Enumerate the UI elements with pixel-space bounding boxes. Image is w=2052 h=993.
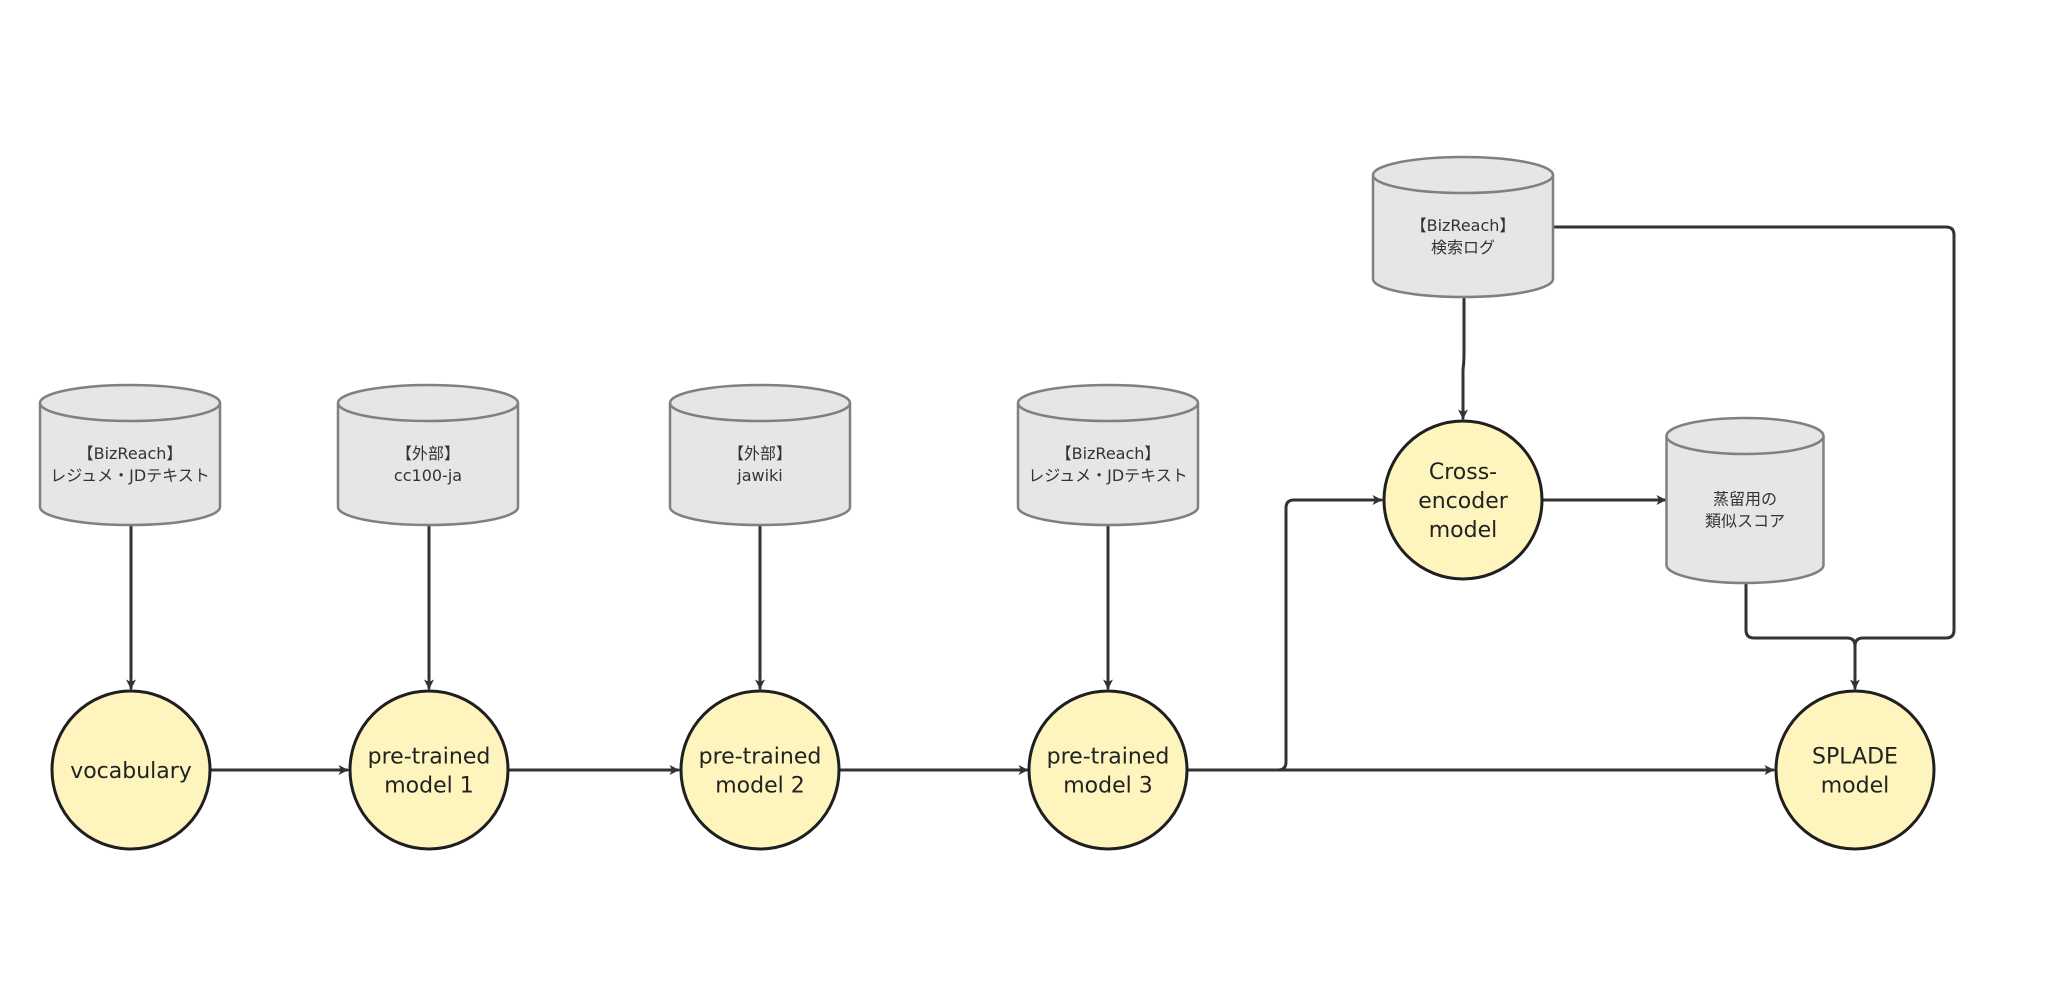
database-body [1016,403,1200,527]
database-top [668,383,852,423]
edges-layer [126,225,1956,775]
node-label-line: pre-trained [1047,745,1170,770]
node-pretrained-3: pre-trained model 3 [1027,689,1189,851]
database-body [38,403,222,527]
database-top [336,383,520,423]
database-db-cc100: 【外部】 cc100-ja [336,383,520,527]
node-circle [1027,689,1189,851]
database-label-line: レジュメ・JDテキスト [1028,466,1187,485]
edge-searchlog-to-crossencoder [1458,295,1468,420]
database-db-search-log: 【BizReach】検索ログ [1371,155,1555,299]
node-pretrained-1: pre-trained model 1 [348,689,510,851]
database-label-line: レジュメ・JDテキスト [50,466,209,485]
edge-score-to-splade [1744,581,1860,690]
node-circle [348,689,510,851]
node-circle [1774,689,1936,851]
database-label-line: 蒸留用の [1713,490,1777,509]
database-label-line: jawiki [736,466,783,485]
database-top [38,383,222,423]
database-label-line: 類似スコア [1705,512,1785,531]
node-circle [679,689,841,851]
node-label-line: pre-trained [699,745,822,770]
node-label-line: vocabulary [70,759,192,784]
database-db-bizreach-resume-2: 【BizReach】レジュメ・JDテキスト [1016,383,1200,527]
database-label-line: 【外部】 [728,444,792,463]
database-db-jawiki: 【外部】 jawiki [668,383,852,527]
node-label-line: model 3 [1063,774,1153,799]
database-body [1371,175,1555,299]
node-label-line: model 1 [384,774,474,799]
node-label-line: Cross- [1429,460,1497,485]
database-body [336,403,520,527]
edge-searchlog-to-splade [1551,225,1956,648]
edge-model3-to-crossencoder [1185,495,1383,772]
node-circle [50,689,212,851]
database-top [1665,416,1825,456]
database-label-line: 検索ログ [1431,238,1495,257]
node-label-line: SPLADE [1812,745,1898,770]
database-label-line: 【BizReach】 [78,444,183,463]
database-label-line: 【BizReach】 [1411,216,1516,235]
database-body [1665,436,1825,585]
database-top [1371,155,1555,195]
node-cross-encoder: Cross-encoder model [1382,419,1544,581]
node-label-line: model [1821,774,1890,799]
database-body [668,403,852,527]
node-label-line: model 2 [715,774,805,799]
node-circle [1382,419,1544,581]
database-label-line: 【外部】 [396,444,460,463]
node-label-line: model [1429,518,1498,543]
database-label-line: cc100-ja [394,466,462,485]
database-label-line: 【BizReach】 [1056,444,1161,463]
database-db-bizreach-resume-1: 【BizReach】レジュメ・JDテキスト [38,383,222,527]
node-label-line: encoder [1418,489,1509,514]
database-top [1016,383,1200,423]
node-pretrained-2: pre-trained model 2 [679,689,841,851]
node-vocabulary: vocabulary [50,689,212,851]
node-splade: SPLADE model [1774,689,1936,851]
nodes-layer: vocabulary pre-trained model 1 pre-trained m… [50,419,1936,851]
databases-layer: 【BizReach】レジュメ・JDテキスト 【外部】 cc100-ja 【外部】 jaw… [38,155,1825,585]
node-label-line: pre-trained [368,745,491,770]
